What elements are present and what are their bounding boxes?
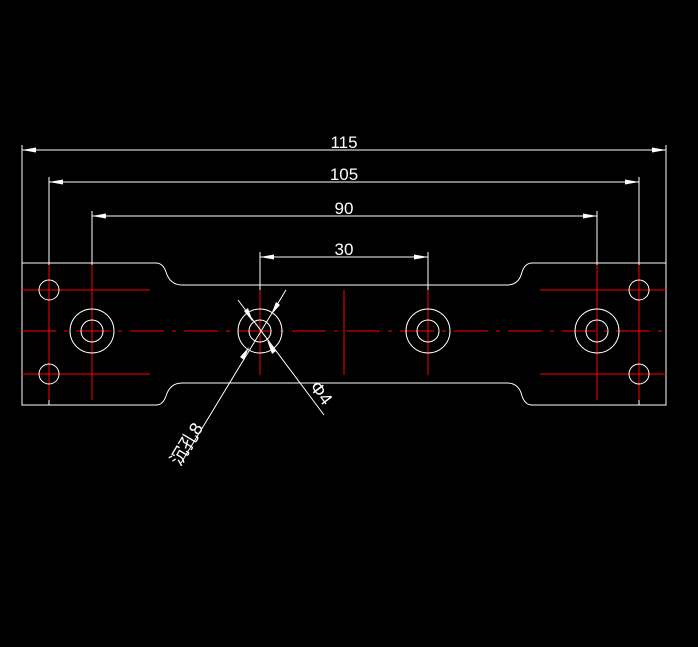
- part-outline: [21, 262, 667, 406]
- arrowhead: [260, 254, 274, 260]
- diameter-leaders: [180, 289, 325, 464]
- small-hole: [628, 279, 650, 301]
- counterbore-hole-inner: [80, 319, 104, 343]
- dimension-text-115: 115: [330, 133, 357, 152]
- arrowhead: [49, 179, 63, 185]
- dimension-text-90: 90: [335, 199, 354, 218]
- arrowhead: [244, 308, 253, 322]
- arrowhead: [92, 213, 106, 219]
- dimension-text-30: 30: [335, 240, 354, 259]
- counterbore-hole-outer: [574, 308, 620, 354]
- dimension-lines: [21, 145, 667, 405]
- arrowhead: [22, 147, 36, 153]
- leader-hole: [237, 299, 325, 416]
- centerlines: [22, 265, 666, 400]
- small-hole: [628, 363, 650, 385]
- small-hole: [38, 279, 60, 301]
- arrowhead: [271, 302, 280, 315]
- counterbore-hole-inner: [248, 319, 272, 343]
- arrowhead: [652, 147, 666, 153]
- dimension-text-105: 105: [330, 165, 358, 184]
- arrowhead: [625, 179, 639, 185]
- counterbore-hole-outer: [69, 308, 115, 354]
- arrowhead: [583, 213, 597, 219]
- arrowhead: [267, 340, 276, 354]
- small-hole: [38, 363, 60, 385]
- counterbore-callout: 沉孔8: [166, 419, 207, 469]
- counterbore-hole-outer: [405, 308, 451, 354]
- arrowhead: [240, 347, 249, 360]
- arrowheads: [22, 147, 666, 260]
- counterbore-hole-inner: [416, 319, 440, 343]
- holes: [38, 279, 650, 385]
- counterbore-hole-inner: [585, 319, 609, 343]
- leader-counterbore: [180, 289, 287, 464]
- hole-diameter-callout: Φ4: [306, 377, 337, 409]
- arrowhead: [414, 254, 428, 260]
- counterbore-hole-outer: [237, 308, 283, 354]
- leader-arrowheads: [240, 302, 280, 360]
